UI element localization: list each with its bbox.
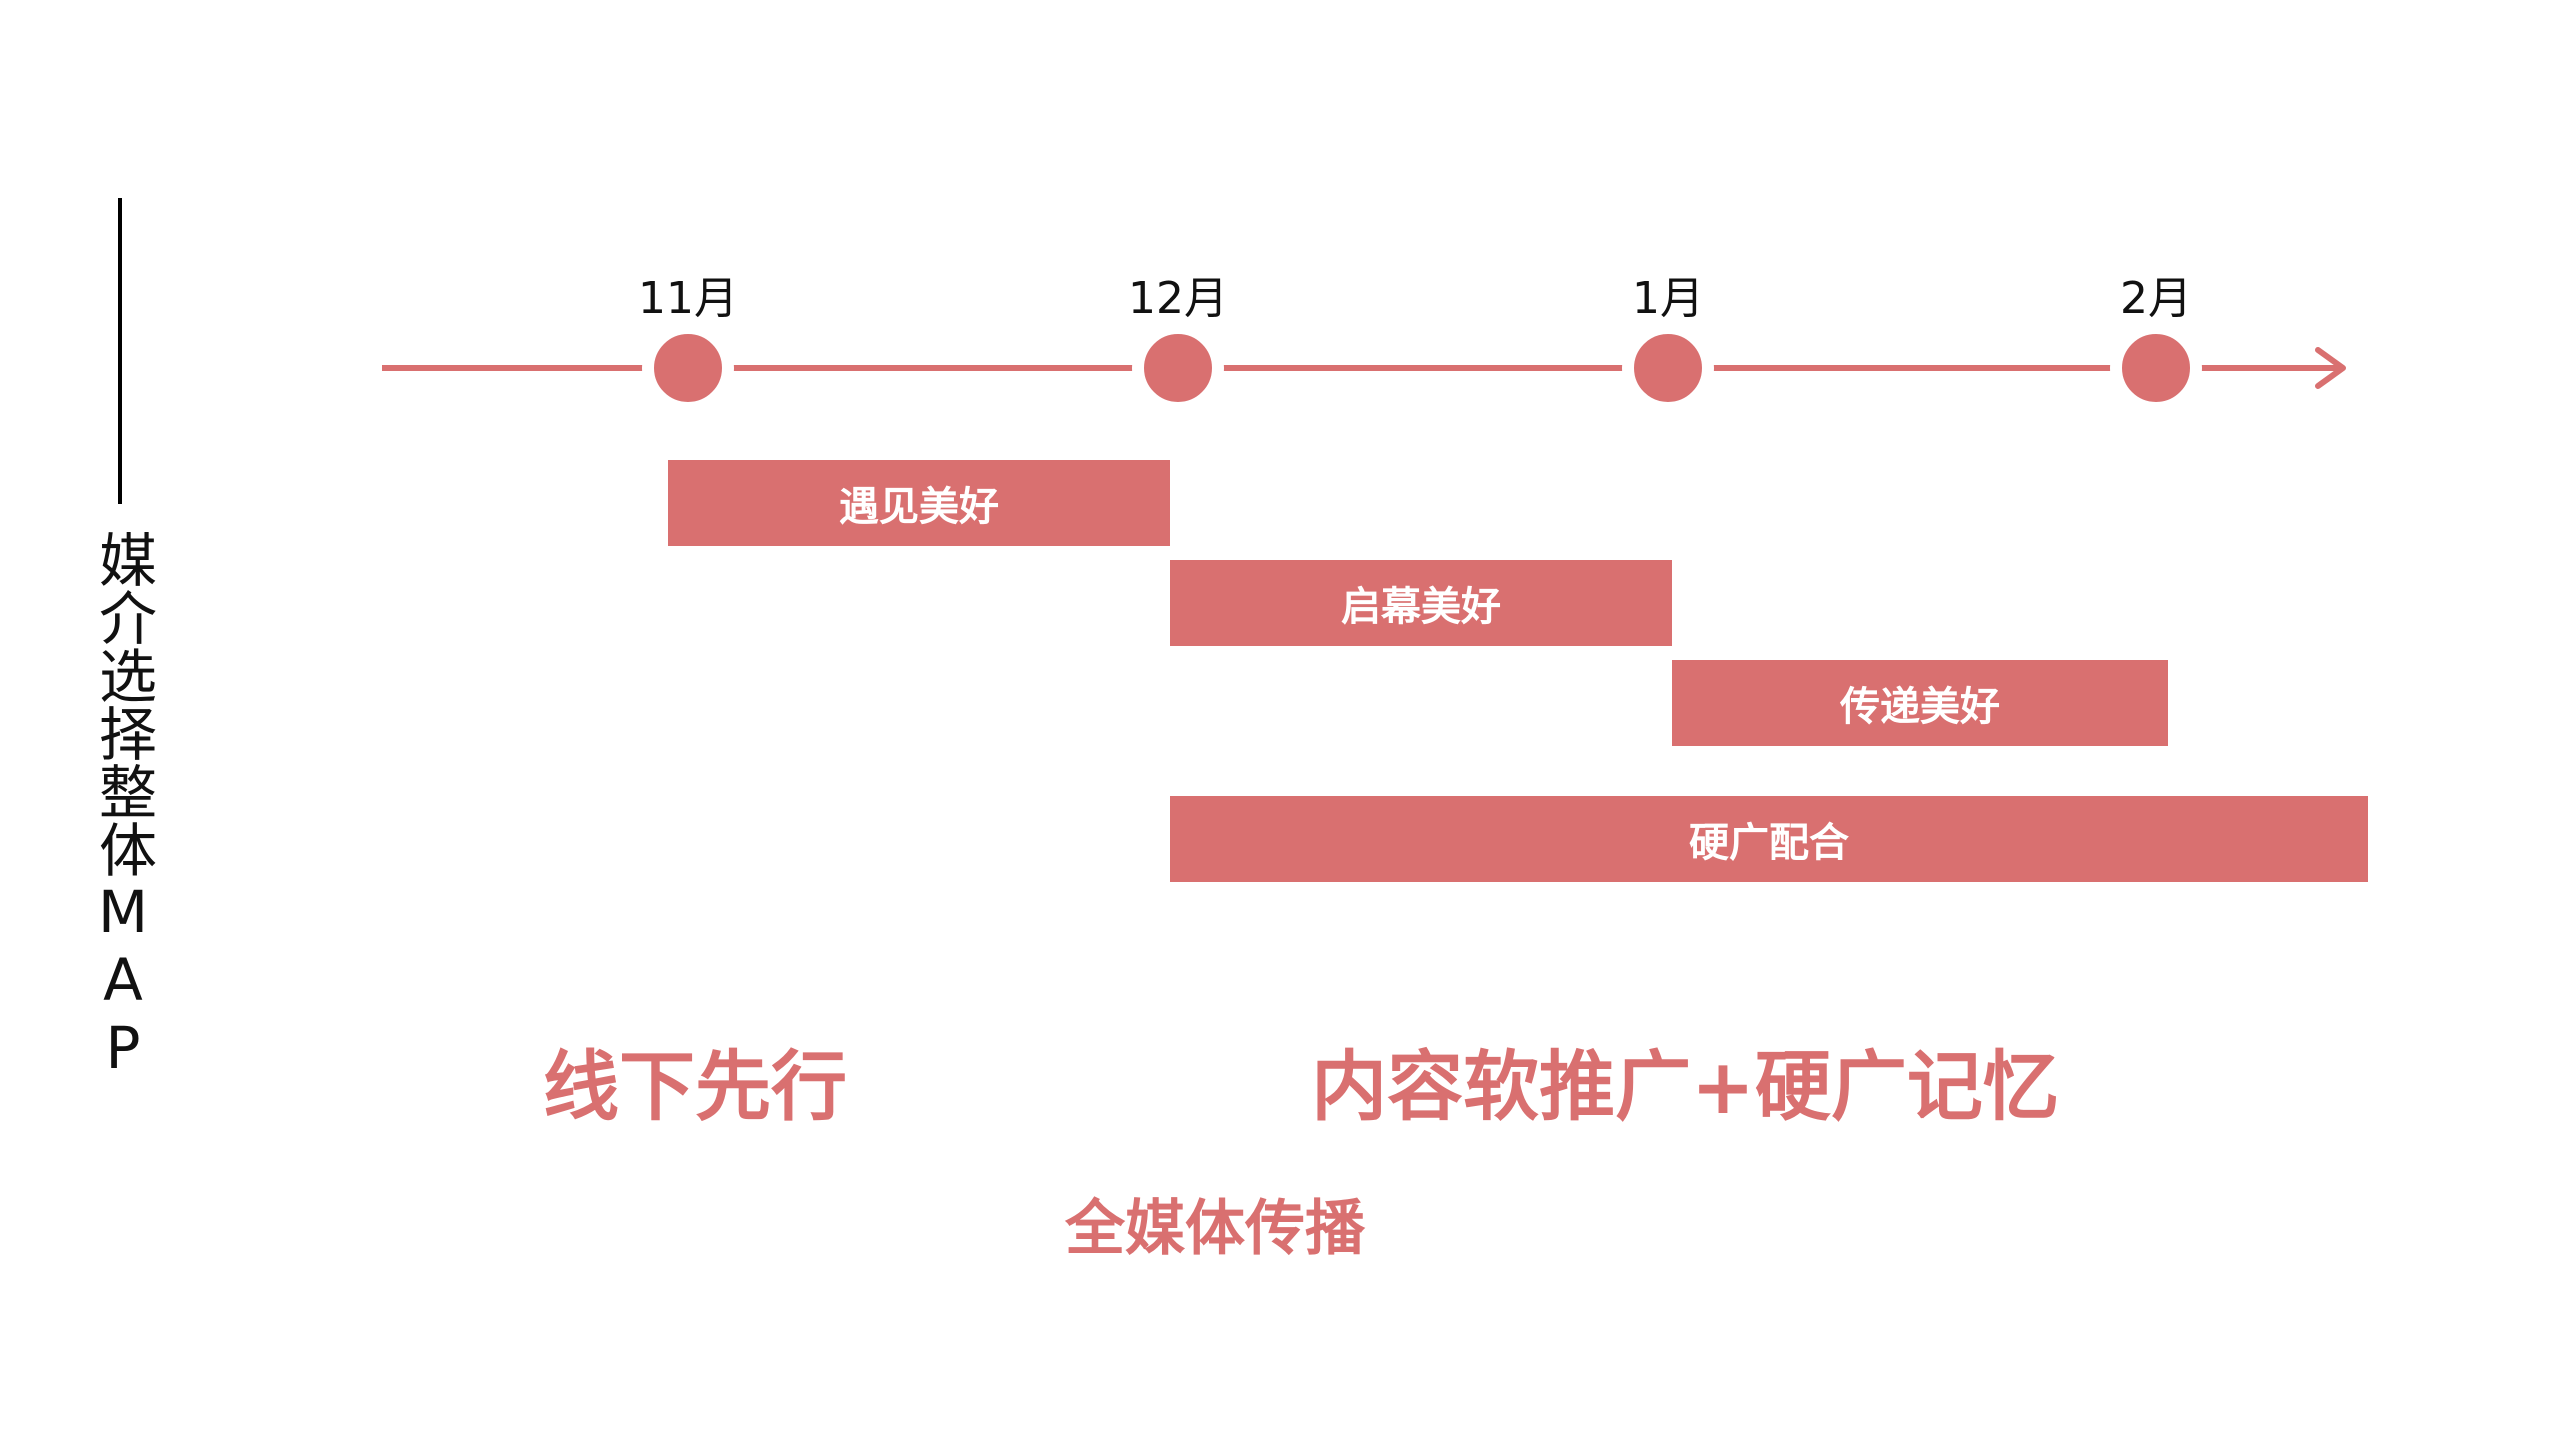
milestone-dot-feb <box>2110 322 2202 414</box>
side-title-rule <box>118 198 122 504</box>
phase-bar-meet: 遇见美好 <box>668 460 1170 546</box>
month-label-feb: 2月 <box>2120 273 2192 324</box>
phase-bar-hard-ad: 硬广配合 <box>1170 796 2368 882</box>
month-label-jan: 1月 <box>1632 273 1704 324</box>
month-label-dec: 12月 <box>1128 273 1228 324</box>
timeline-arrowhead <box>2315 347 2346 389</box>
phase-label-offline: 线下先行 <box>543 1042 847 1131</box>
milestone-dot-jan <box>1622 322 1714 414</box>
phase-label-content: 内容软推广+硬广记忆 <box>1311 1042 2059 1131</box>
phase-bar-deliver: 传递美好 <box>1672 660 2168 746</box>
month-label-nov: 11月 <box>638 273 738 324</box>
phase-label-all-media: 全媒体传播 <box>1065 1194 1365 1264</box>
milestone-dot-dec <box>1132 322 1224 414</box>
milestone-dot-nov <box>642 322 734 414</box>
side-title: 媒介选择整体MAP <box>89 530 157 1082</box>
phase-bar-open: 启幕美好 <box>1170 560 1672 646</box>
